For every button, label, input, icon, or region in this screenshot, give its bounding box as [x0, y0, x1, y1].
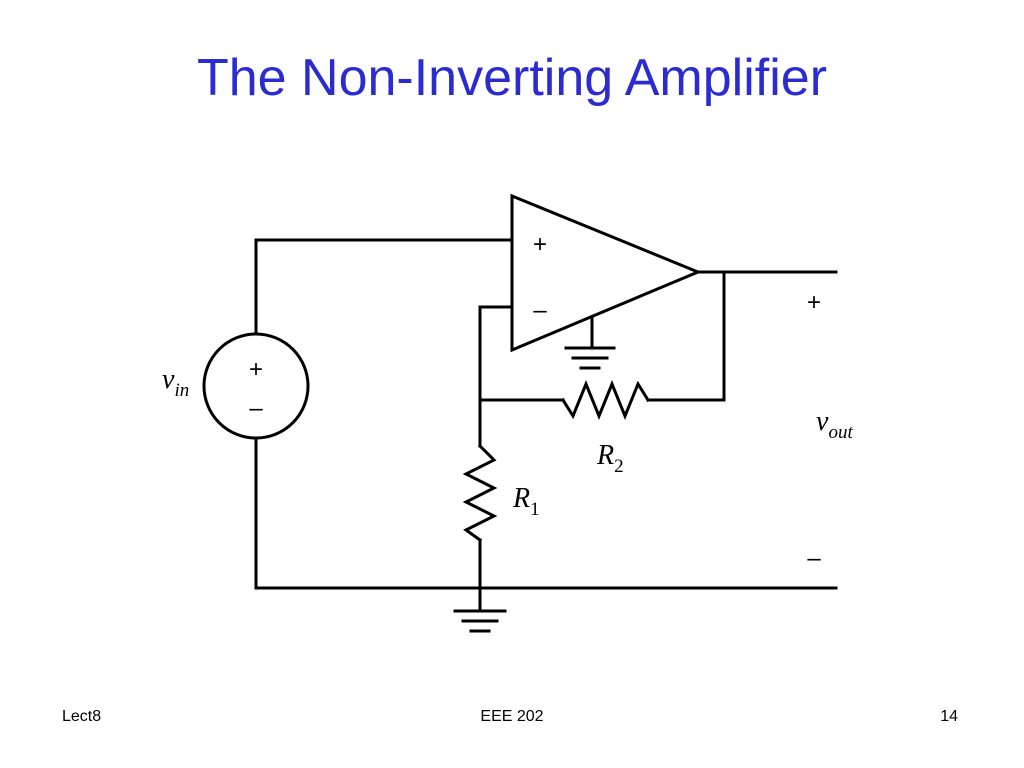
- footer-center: EEE 202: [480, 708, 544, 725]
- bottom-ground-icon: [453, 609, 507, 633]
- inverting-input-wire: [478, 305, 514, 448]
- r2-label-main: R: [596, 440, 614, 471]
- resistor-r2: [560, 380, 651, 420]
- opamp-triangle: [510, 193, 702, 353]
- noninverting-input-wire: [254, 238, 514, 336]
- resistor-r1: [462, 443, 498, 543]
- source-label: vin: [162, 364, 189, 401]
- r1-label-sub: 1: [530, 499, 540, 520]
- source-label-sub: in: [174, 380, 189, 401]
- slide-title: The Non-Inverting Amplifier: [196, 49, 828, 107]
- bottom-wire: [254, 436, 838, 590]
- opamp-minus-sign: –: [533, 297, 547, 324]
- output-label-sub: out: [828, 422, 853, 443]
- footer-left: Lect8: [62, 708, 102, 725]
- output-minus-sign: –: [807, 545, 821, 572]
- r1-label-main: R: [512, 483, 530, 514]
- output-label: vout: [816, 406, 853, 443]
- source-label-main: v: [162, 364, 175, 395]
- feedback-wire-right: [646, 270, 726, 402]
- source-plus-sign: +: [249, 356, 263, 383]
- source-minus-sign: –: [249, 395, 263, 422]
- voltage-source-icon: [202, 332, 310, 440]
- output-label-main: v: [816, 406, 829, 437]
- opamp-ground-icon: [564, 346, 616, 370]
- footer-right: 14: [940, 708, 958, 725]
- opamp-plus-sign: +: [533, 231, 547, 258]
- r2-label: R2: [596, 440, 624, 477]
- r2-label-sub: 2: [614, 456, 624, 477]
- output-plus-sign: +: [807, 289, 821, 316]
- r1-label: R1: [512, 483, 540, 520]
